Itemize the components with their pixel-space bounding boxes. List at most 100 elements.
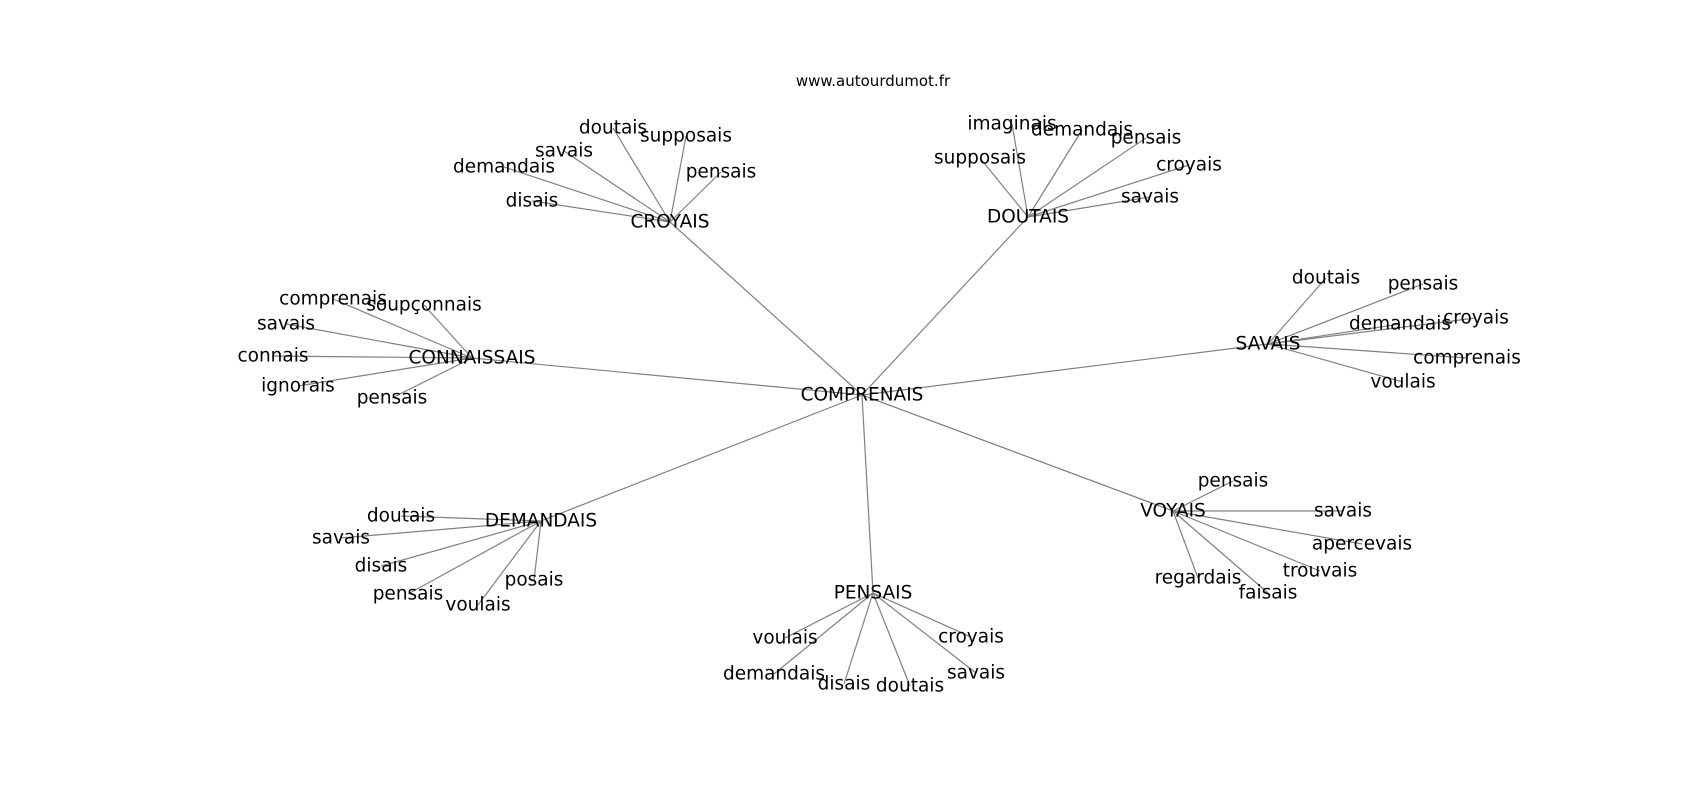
- leaf-word-label: savais: [1314, 501, 1372, 522]
- edge-root-hub: [861, 343, 1269, 396]
- leaf-word-label: savais: [257, 314, 315, 335]
- edge-hub-leaf: [612, 127, 671, 223]
- edge-hub-leaf: [297, 357, 473, 387]
- hub-word-label: DOUTAIS: [987, 207, 1069, 228]
- edge-root-hub: [669, 221, 863, 396]
- leaf-word-label: pensais: [1198, 471, 1269, 492]
- edge-hub-leaf: [1172, 510, 1363, 545]
- leaf-word-label: faisais: [1239, 583, 1298, 604]
- edge-hub-leaf: [1172, 510, 1269, 594]
- leaf-word-label: disais: [818, 674, 871, 695]
- leaf-word-label: apercevais: [1312, 534, 1412, 555]
- leaf-word-label: posais: [505, 570, 564, 591]
- leaf-word-label: doutais: [579, 118, 647, 139]
- edge-hub-leaf: [1027, 196, 1151, 218]
- leaf-word-label: ignorais: [261, 376, 335, 397]
- edge-hub-leaf: [503, 166, 671, 223]
- leaf-word-label: pensais: [373, 584, 444, 605]
- edge-hub-leaf: [1267, 343, 1404, 383]
- leaf-word-label: croyais: [938, 627, 1004, 648]
- edge-hub-leaf: [1172, 480, 1234, 512]
- leaf-word-label: regardais: [1155, 568, 1242, 589]
- edge-root-hub: [540, 394, 863, 522]
- graph-edges: [272, 123, 1477, 687]
- edge-hub-leaf: [1172, 510, 1321, 572]
- leaf-word-label: voulais: [445, 595, 510, 616]
- edge-root-hub: [471, 357, 863, 396]
- edge-hub-leaf: [380, 520, 542, 567]
- leaf-word-label: pensais: [357, 388, 428, 409]
- edge-hub-leaf: [1172, 510, 1199, 579]
- leaf-word-label: trouvais: [1283, 561, 1358, 582]
- leaf-word-label: disais: [506, 191, 559, 212]
- edge-hub-leaf: [1027, 129, 1083, 218]
- leaf-word-label: voulais: [1370, 372, 1435, 393]
- leaf-word-label: demandais: [1031, 120, 1133, 141]
- leaf-word-label: savais: [1121, 187, 1179, 208]
- root-word-label: COMPRENAIS: [801, 385, 924, 406]
- hub-word-label: CONNAISSAIS: [409, 348, 536, 369]
- edge-hub-leaf: [563, 150, 671, 223]
- edge-hub-leaf: [1267, 283, 1424, 345]
- leaf-word-label: comprenais: [279, 289, 387, 310]
- edge-hub-leaf: [1027, 164, 1190, 218]
- leaf-word-label: disais: [355, 556, 408, 577]
- edge-hub-leaf: [1267, 317, 1477, 345]
- leaf-word-label: voulais: [752, 628, 817, 649]
- edge-hub-leaf: [1267, 343, 1468, 359]
- edge-hub-leaf: [533, 520, 542, 581]
- leaf-word-label: savais: [535, 141, 593, 162]
- leaf-word-label: pensais: [1388, 274, 1459, 295]
- leaf-word-label: supposais: [640, 126, 732, 147]
- edge-hub-leaf: [669, 135, 687, 223]
- edge-hub-leaf: [272, 355, 473, 359]
- leaf-word-label: demandais: [453, 157, 555, 178]
- leaf-word-label: savais: [947, 663, 1005, 684]
- edge-hub-leaf: [872, 592, 977, 674]
- edge-hub-leaf: [400, 515, 542, 522]
- edge-hub-leaf: [872, 592, 911, 687]
- leaf-word-label: savais: [312, 528, 370, 549]
- hub-word-label: VOYAIS: [1140, 501, 1206, 522]
- hub-word-label: PENSAIS: [834, 583, 913, 604]
- site-url-label: www.autourdumot.fr: [795, 72, 951, 90]
- leaf-word-label: croyais: [1443, 308, 1509, 329]
- leaf-word-label: doutais: [876, 676, 944, 697]
- hub-word-label: DEMANDAIS: [485, 511, 597, 532]
- edge-hub-leaf: [843, 592, 874, 685]
- edge-root-hub: [861, 394, 874, 594]
- leaf-word-label: doutais: [1292, 268, 1360, 289]
- edge-hub-leaf: [477, 520, 542, 606]
- leaf-word-label: demandais: [723, 664, 825, 685]
- leaf-word-label: doutais: [367, 506, 435, 527]
- leaf-word-label: supposais: [934, 148, 1026, 169]
- leaf-word-label: connais: [237, 346, 308, 367]
- edge-hub-leaf: [531, 200, 671, 223]
- edge-hub-leaf: [423, 304, 473, 359]
- edge-hub-leaf: [285, 323, 473, 359]
- leaf-word-label: demandais: [1349, 314, 1451, 335]
- edge-hub-leaf: [1011, 123, 1029, 218]
- edge-hub-leaf: [773, 592, 874, 675]
- edge-hub-leaf: [1027, 137, 1147, 218]
- edge-hub-leaf: [332, 298, 473, 359]
- edge-root-hub: [861, 394, 1174, 512]
- leaf-word-label: comprenais: [1413, 348, 1521, 369]
- edge-hub-leaf: [1267, 277, 1327, 345]
- leaf-word-label: croyais: [1156, 155, 1222, 176]
- leaf-word-label: imaginais: [967, 114, 1056, 135]
- edge-hub-leaf: [669, 171, 722, 223]
- edge-hub-leaf: [407, 520, 542, 595]
- edge-hub-leaf: [979, 157, 1029, 218]
- hub-word-label: SAVAIS: [1236, 334, 1301, 355]
- edge-hub-leaf: [340, 520, 542, 539]
- hub-word-label: CROYAIS: [630, 212, 709, 233]
- edge-hub-leaf: [872, 592, 972, 638]
- leaf-word-label: pensais: [686, 162, 757, 183]
- edge-hub-leaf: [784, 592, 874, 639]
- edge-hub-leaf: [391, 357, 473, 399]
- leaf-word-label: pensais: [1111, 128, 1182, 149]
- leaf-word-label: soupçonnais: [366, 295, 481, 316]
